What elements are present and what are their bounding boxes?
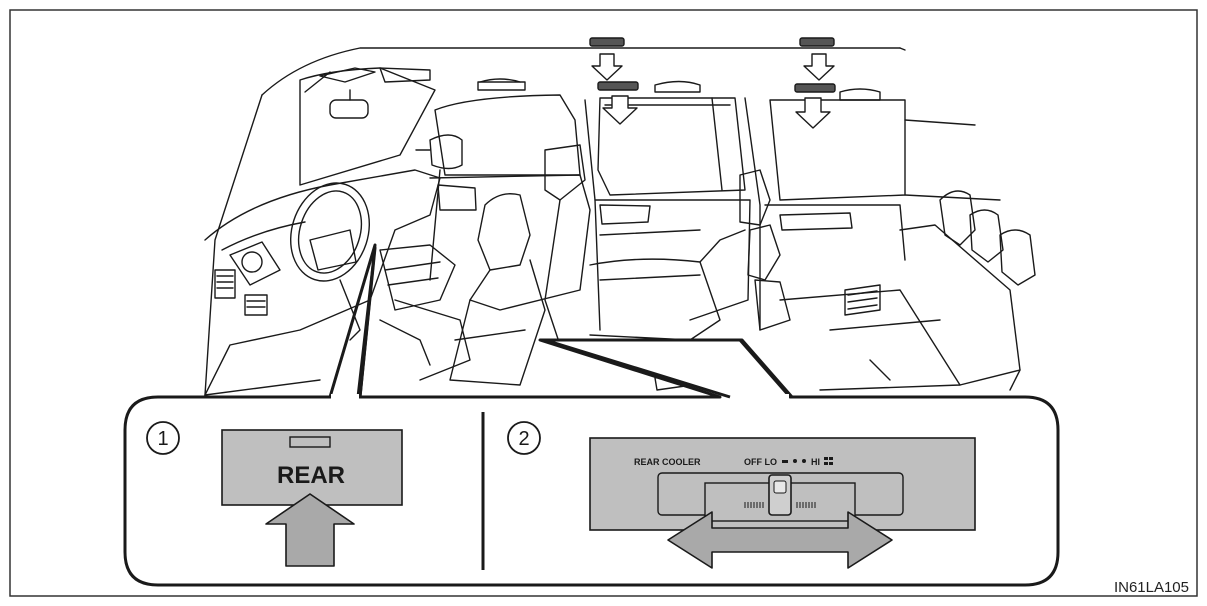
front-seat xyxy=(478,194,530,270)
second-row-seat xyxy=(740,170,770,225)
rear-view-mirror xyxy=(330,100,368,118)
down-arrow-icon xyxy=(603,96,637,124)
down-arrow-icon xyxy=(592,54,622,80)
callout-number: 1 xyxy=(157,428,168,450)
callout-number: 2 xyxy=(518,428,529,450)
third-row-window xyxy=(770,100,905,200)
down-arrow-icon xyxy=(804,54,834,80)
indicator-light xyxy=(290,437,330,447)
scale-hi-label: HI xyxy=(811,457,820,467)
callout-frame xyxy=(125,248,1058,585)
down-arrow-icon xyxy=(796,98,830,128)
side-mirror xyxy=(430,135,462,169)
rear-button-label[interactable]: REAR xyxy=(277,462,345,489)
figure-code: IN61LA105 xyxy=(1114,579,1189,596)
rear-cooler-label: REAR COOLER xyxy=(634,457,701,467)
scale-off-lo-label: OFF LO xyxy=(744,457,777,467)
